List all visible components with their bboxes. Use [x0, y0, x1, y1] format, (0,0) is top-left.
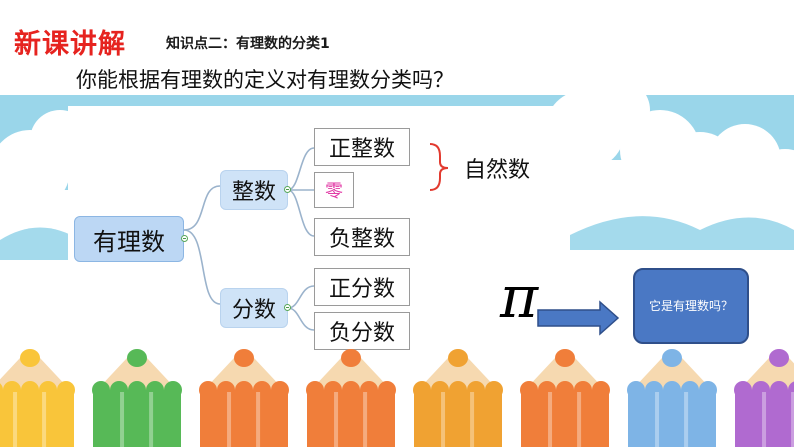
pencil — [627, 349, 717, 447]
branch-integer[interactable]: 整数 — [220, 170, 288, 210]
lesson-title: 新课讲解 — [14, 29, 126, 60]
question-text: 你能根据有理数的定义对有理数分类吗？ — [76, 68, 454, 92]
natural-number-label: 自然数 — [464, 158, 531, 183]
pencil — [734, 349, 794, 447]
brace-icon — [429, 143, 449, 191]
mindmap-panel: 有理数 整数 分数 正整数 零 负整数 正分数 负分数 — [68, 106, 568, 360]
pencil — [199, 349, 289, 447]
pi-symbol: π — [500, 263, 539, 331]
collapse-toggle-icon[interactable] — [181, 235, 188, 242]
pencil-decoration — [0, 349, 794, 447]
callout-box[interactable]: 它是有理数吗？ — [633, 268, 749, 344]
pencil — [92, 349, 182, 447]
root-node[interactable]: 有理数 — [74, 216, 184, 262]
collapse-toggle-icon[interactable] — [284, 186, 291, 193]
arrow-right-icon — [537, 300, 620, 336]
section-title: 知识点二：有理数的分类1 — [166, 36, 330, 52]
node-zero[interactable]: 零 — [314, 172, 354, 208]
node-positive-fraction[interactable]: 正分数 — [314, 268, 410, 306]
pencil — [413, 349, 503, 447]
pencil — [306, 349, 396, 447]
pencil — [0, 349, 75, 447]
collapse-toggle-icon[interactable] — [284, 304, 291, 311]
node-positive-integer[interactable]: 正整数 — [314, 128, 410, 166]
node-negative-fraction[interactable]: 负分数 — [314, 312, 410, 350]
node-negative-integer[interactable]: 负整数 — [314, 218, 410, 256]
pencil — [520, 349, 610, 447]
branch-fraction[interactable]: 分数 — [220, 288, 288, 328]
